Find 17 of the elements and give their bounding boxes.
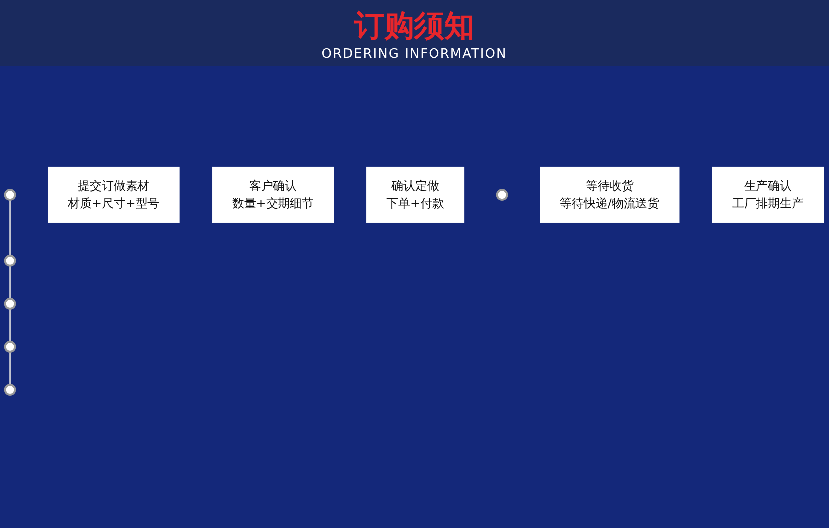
node-circle [4,254,16,267]
node-box: 等待收货 等待快递/物流送货 [540,166,680,224]
node-box: 提交订做素材 材质+尺寸+型号 [48,166,180,224]
node-circle [4,340,16,353]
node-circle [4,189,16,201]
node-circle [496,189,508,201]
node-box: 确认定做 下单+付款 [366,166,465,224]
connector [10,200,11,256]
node-box: 生产确认 工厂排期生产 [712,166,824,224]
node-circle [4,384,16,396]
connector [10,308,11,342]
connector [10,266,11,299]
node-box: 客户确认 数量+交期细节 [212,166,334,224]
title: 订购须知 [354,8,474,46]
node-circle [4,298,16,310]
subtitle: ORDERING INFORMATION [322,47,508,62]
connector [10,352,11,385]
